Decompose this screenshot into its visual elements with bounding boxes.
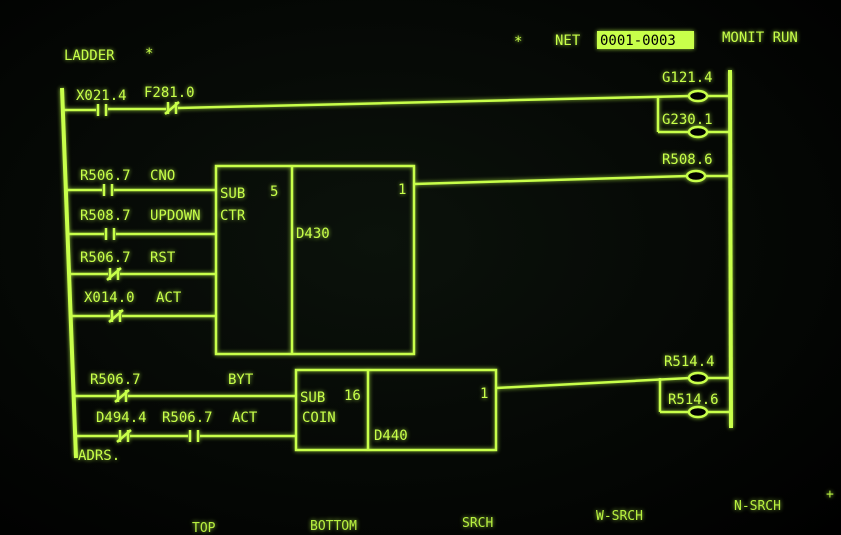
output-coil-icon	[687, 371, 709, 385]
block-sub: SUB	[220, 186, 245, 202]
coil-label: G230.1	[662, 112, 713, 128]
softkey-top[interactable]: TOP	[192, 521, 216, 535]
input-addr: R508.7	[80, 208, 131, 224]
contact-label: F281.0	[144, 85, 195, 101]
address-prompt[interactable]: ADRS.	[78, 448, 120, 464]
wire	[495, 376, 691, 390]
contact-nc-icon	[106, 267, 122, 281]
contact-label: X021.4	[76, 88, 127, 104]
ladder-title: LADDER	[64, 48, 115, 64]
contact-nc-icon	[108, 309, 124, 323]
mode-status: MONIT RUN	[722, 30, 798, 46]
input-addr: R506.7	[162, 410, 213, 426]
function-block-coin	[294, 368, 498, 452]
coil-label: G121.4	[662, 70, 713, 86]
softkey-n-srch[interactable]: N-SRCH	[734, 499, 781, 514]
input-addr: R506.7	[90, 372, 141, 388]
rung-3[interactable]: SUB 16 COIN D440 1 R506.7 BYT D494.4 R50…	[72, 354, 730, 452]
input-name: RST	[150, 250, 176, 266]
input-name: UPDOWN	[150, 208, 201, 224]
block-output-pin: 1	[398, 182, 406, 198]
net-range-highlight	[597, 31, 694, 49]
contact-nc-icon	[116, 429, 132, 443]
block-output-pin: 1	[480, 386, 488, 402]
softkey-next[interactable]: +	[826, 487, 834, 502]
block-param: D430	[296, 226, 330, 242]
net-marker: *	[514, 34, 522, 50]
softkey-w-srch[interactable]: W-SRCH	[596, 509, 643, 524]
wire	[413, 174, 689, 186]
right-power-rail	[728, 69, 733, 429]
input-addr: X014.0	[84, 290, 135, 306]
input-name: ACT	[232, 410, 258, 426]
block-number: 16	[344, 388, 361, 404]
block-name: CTR	[220, 208, 246, 224]
coil-label: R514.4	[664, 354, 715, 370]
output-coil-icon	[687, 89, 709, 103]
softkey-bottom[interactable]: BOTTOM	[310, 519, 357, 534]
coil-label: R514.6	[668, 392, 719, 408]
rung-1[interactable]: X021.4 F281.0 G121.4 G230.1	[63, 70, 730, 139]
function-block-ctr	[214, 164, 416, 356]
softkey-srch[interactable]: SRCH	[462, 516, 493, 531]
input-name: ACT	[156, 290, 182, 306]
net-label: NET	[555, 33, 581, 49]
input-addr: D494.4	[96, 410, 147, 426]
rung-2[interactable]: SUB 5 CTR D430 1 R506.7 CNO R508.7 UPDOW…	[66, 152, 730, 356]
coil-label: R508.6	[662, 152, 713, 168]
contact-nc-icon	[164, 101, 180, 115]
wire	[177, 94, 691, 110]
block-param: D440	[374, 428, 408, 444]
input-name: CNO	[150, 168, 175, 184]
contact-nc-icon	[114, 389, 130, 403]
input-addr: R506.7	[80, 168, 131, 184]
input-name: BYT	[228, 372, 254, 388]
net-range: 0001-0003	[600, 33, 676, 49]
title-marker: *	[145, 46, 153, 62]
input-addr: R506.7	[80, 250, 131, 266]
output-coil-icon	[687, 125, 709, 139]
output-coil-icon	[687, 405, 709, 419]
block-sub: SUB	[300, 390, 325, 406]
output-coil-icon	[685, 169, 707, 183]
block-number: 5	[270, 184, 278, 200]
block-name: COIN	[302, 410, 336, 426]
